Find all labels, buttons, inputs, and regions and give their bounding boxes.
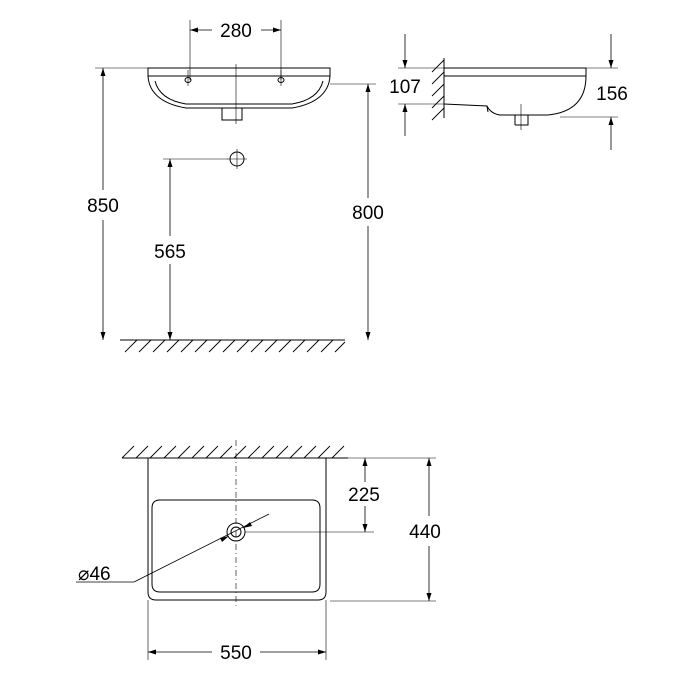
basin-plan-outline: [147, 440, 327, 608]
dim-440-label: 440: [409, 522, 441, 543]
dim-850-label: 850: [87, 196, 119, 217]
dimension-440: 440: [330, 458, 441, 602]
plan-view: ⌀46 225 440 550: [76, 440, 441, 664]
drain-outlet-symbol: [227, 149, 247, 169]
dimension-800: 800: [330, 83, 384, 340]
side-elevation: 107 156: [389, 34, 628, 150]
dimension-107: 107: [389, 34, 444, 136]
dim-550-label: 550: [220, 643, 252, 664]
dim-800-label: 800: [352, 203, 384, 224]
dim-225-label: 225: [348, 485, 380, 506]
dimension-550: 550: [147, 600, 327, 664]
plan-wall: [121, 445, 348, 459]
dimension-156: 156: [560, 34, 628, 150]
dim-565-label: 565: [154, 242, 186, 263]
dimension-280: 280: [189, 20, 282, 80]
basin-side-profile: [443, 67, 587, 130]
dim-107-label: 107: [389, 77, 421, 98]
floor-line: [120, 339, 346, 353]
dim-156-label: 156: [596, 84, 628, 105]
dim-280-label: 280: [220, 21, 252, 42]
dimension-565: 565: [154, 158, 228, 340]
basin-front-view: [147, 64, 331, 124]
dimension-850: 850: [87, 67, 148, 340]
dim-46-label: ⌀46: [78, 564, 111, 585]
dimension-diameter-46: ⌀46: [76, 513, 270, 585]
front-elevation: 280 850: [87, 20, 384, 353]
side-wall: [431, 58, 445, 121]
dimension-225: 225: [245, 457, 436, 533]
